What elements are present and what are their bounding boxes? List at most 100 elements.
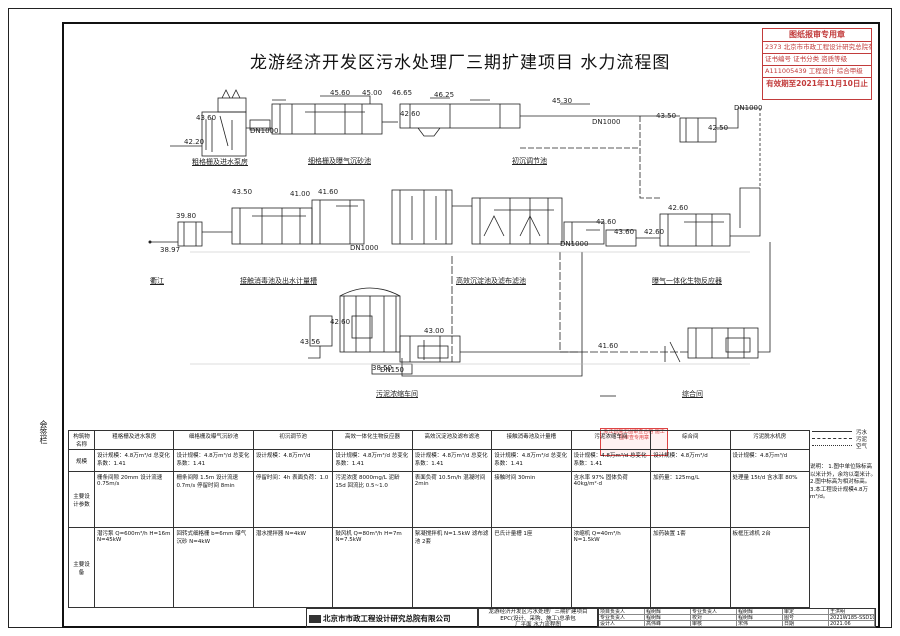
- table-header: 构筑物名称: [68, 430, 95, 450]
- table-cell: 回转式细格栅 b=6mm 曝气沉砂 N=4kW: [173, 527, 254, 608]
- elevation-mark: 41.60: [318, 188, 339, 196]
- role-cell: 程树辉: [645, 609, 691, 615]
- role-cell: 王洪明: [829, 609, 875, 615]
- row-label: 主要设备: [68, 527, 95, 608]
- project-stage: EPC(设计、采购、施工)总承包: [500, 615, 576, 622]
- role-cell: 设计人: [599, 621, 645, 627]
- legend-item: 空气: [810, 442, 876, 450]
- row-label: 规模: [68, 449, 95, 472]
- elevation-mark: 39.80: [176, 212, 197, 220]
- table-cell: 加药装置 1套: [650, 527, 731, 608]
- signature-grid: 项目负责人 程树辉 专业负责人 程树辉 审定 王洪明 专业负责人 程树辉 校对 …: [598, 608, 876, 628]
- project-info: 龙游经济开发区污水处理厂三期扩建项目 EPC(设计、采购、施工)总承包 厂平面 …: [478, 608, 598, 628]
- table-cell: 设计规模：4.8万m³/d 总变化系数：1.41: [173, 449, 254, 472]
- pipe-label: DN1000: [560, 240, 589, 248]
- drawing-name: 厂平面 水力流程图: [515, 622, 561, 628]
- elevation-mark: 42.60: [330, 318, 351, 326]
- unit-label: 综合间: [682, 390, 703, 398]
- role-cell: 审核: [691, 621, 737, 627]
- countersign-column: 会签栏: [39, 420, 48, 444]
- review-stamp-row: A111005439 工程设计 综合甲级: [765, 67, 863, 75]
- legend-label: 空气: [856, 444, 868, 450]
- table-header: 高效沉淀池及滤布滤池: [411, 430, 493, 450]
- table-cell: 巴氏计量槽 1座: [491, 527, 572, 608]
- project-name: 龙游经济开发区污水处理厂三期扩建项目: [488, 609, 588, 615]
- elevation-mark: 42.60: [644, 228, 665, 236]
- table-cell: 潜污泵 Q=600m³/h H=16m N=45kW: [93, 527, 175, 608]
- role-cell: 程树辉: [645, 615, 691, 621]
- table-cell: 设计规模：4.8万m³/d 总变化系数：1.41: [411, 449, 493, 472]
- table-header: 综合间: [650, 430, 731, 450]
- review-stamp: 图纸报审专用章 2373 北京市市政工程设计研究总院有限公司 证书编号 证书分类…: [762, 28, 872, 100]
- review-stamp-row: 证书编号 证书分类 资质等级: [765, 55, 848, 63]
- unit-label: 曝气一体化生物反应器: [652, 277, 722, 285]
- pipe-label: DN150: [380, 366, 404, 374]
- role-cell: 图号: [783, 615, 829, 621]
- unit-label: 粗格栅及进水泵房: [192, 158, 248, 166]
- role-cell: 项目负责人: [599, 609, 645, 615]
- elevation-mark: 45.60: [330, 89, 351, 97]
- table-cell: 栅条间隙 20mm 设计流速 0.75m/s: [93, 471, 175, 528]
- legend-item: 污泥: [810, 435, 876, 443]
- role-cell: 程树辉: [737, 609, 783, 615]
- row-label: 主要设计参数: [68, 471, 95, 528]
- legend-label: 污水: [856, 430, 868, 436]
- table-row: 主要设备 潜污泵 Q=600m³/h H=16m N=45kW 回转式细格栅 b…: [68, 527, 810, 608]
- role-cell: 日期: [783, 621, 829, 627]
- elevation-mark: 41.60: [598, 342, 619, 350]
- table-cell: 表面负荷 10.5m/h 混凝时间 2min: [411, 471, 493, 528]
- table-header-row: 构筑物名称 粗格栅及进水泵房 细格栅及曝气沉砂池 初沉调节池 高效一体化生物反应…: [68, 430, 810, 450]
- table-cell: 栅条间隙 1.5m 设计流速 0.7m/s 停留时间 8min: [173, 471, 254, 528]
- elevation-mark: 42.50: [708, 124, 729, 132]
- table-cell: 浓缩机 Q=40m³/h N=1.5kW: [570, 527, 652, 608]
- unit-label: 污泥浓缩车间: [376, 390, 418, 398]
- table-cell: 设计规模：4.8万m³/d 总变化系数：1.41: [332, 449, 413, 472]
- elevation-mark: 46.25: [434, 91, 455, 99]
- role-cell: 程树辉: [737, 615, 783, 621]
- table-cell: 潜水搅拌器 N=4kW: [252, 527, 334, 608]
- elevation-mark: 43.56: [300, 338, 321, 346]
- role-cell: 2021W185-SSD101-PS01: [829, 615, 875, 621]
- table-cell: 设计规模：4.8万m³/d 总变化系数：1.41: [93, 449, 175, 472]
- table-cell: 含水率 97% 固体负荷 40kg/m²·d: [570, 471, 652, 528]
- table-cell: 设计规模：4.8万m³/d 总变化系数：1.41: [570, 449, 652, 472]
- role-cell: 2021.06: [829, 621, 875, 627]
- table-cell: 处理量 15t/d 含水率 80%: [729, 471, 810, 528]
- elevation-mark: 43.50: [656, 112, 677, 120]
- table-row: 主要设计参数 栅条间隙 20mm 设计流速 0.75m/s 栅条间隙 1.5m …: [68, 471, 810, 528]
- line-legend: 污水 污泥 空气: [810, 428, 876, 458]
- legend-item: 污水: [810, 428, 876, 436]
- drawing-title: 龙游经济开发区污水处理厂三期扩建项目 水力流程图: [250, 53, 671, 73]
- role-cell: 审定: [783, 609, 829, 615]
- table-cell: 设计规模：4.8万m³/d: [729, 449, 810, 472]
- role-cell: 专业负责人: [599, 615, 645, 621]
- elevation-mark: 45.00: [362, 89, 383, 97]
- elevation-mark: 45.30: [552, 97, 573, 105]
- table-cell: 污泥浓度 8000mg/L 泥龄 15d 回流比 0.5~1.0: [332, 471, 413, 528]
- elevation-mark: 43.00: [424, 327, 445, 335]
- table-row: 规模 设计规模：4.8万m³/d 总变化系数：1.41 设计规模：4.8万m³/…: [68, 449, 810, 472]
- drawing-notes: 说明： 1.图中单位除标高以米计外，余均以毫米计。 2.图中标高为相对标高。 3…: [810, 464, 877, 500]
- table-cell: 加药量：125mg/L: [650, 471, 731, 528]
- pipe-label: DN1000: [250, 127, 279, 135]
- elevation-mark: 43.60: [614, 228, 635, 236]
- elevation-mark: 46.65: [392, 89, 413, 97]
- unit-label: 细格栅及曝气沉砂池: [308, 157, 371, 165]
- table-header: 细格栅及曝气沉砂池: [173, 430, 254, 450]
- elevation-mark: 42.60: [596, 218, 617, 226]
- review-stamp-row: 2373 北京市市政工程设计研究总院有限公司: [765, 43, 871, 51]
- table-cell: 鼓风机 Q=80m³/h H=7m N=7.5kW: [332, 527, 413, 608]
- institute-name: 北京市市政工程设计研究总院有限公司: [323, 614, 451, 623]
- table-cell: 设计规模：4.8万m³/d: [252, 449, 334, 472]
- table-cell: 絮凝搅拌机 N=1.5kW 滤布滤池 2套: [411, 527, 493, 608]
- elevation-mark: 38.97: [160, 246, 181, 254]
- legend-label: 污泥: [856, 437, 868, 443]
- table-cell: 设计规模：4.8万m³/d: [650, 449, 731, 472]
- table-cell: 设计规模：4.8万m³/d 总变化系数：1.41: [491, 449, 572, 472]
- elevation-mark: 43.50: [232, 188, 253, 196]
- role-cell: 校对: [691, 615, 737, 621]
- table-header: 初沉调节池: [252, 430, 334, 450]
- table-header: 高效一体化生物反应器: [332, 430, 413, 450]
- role-cell: 专业负责人: [691, 609, 737, 615]
